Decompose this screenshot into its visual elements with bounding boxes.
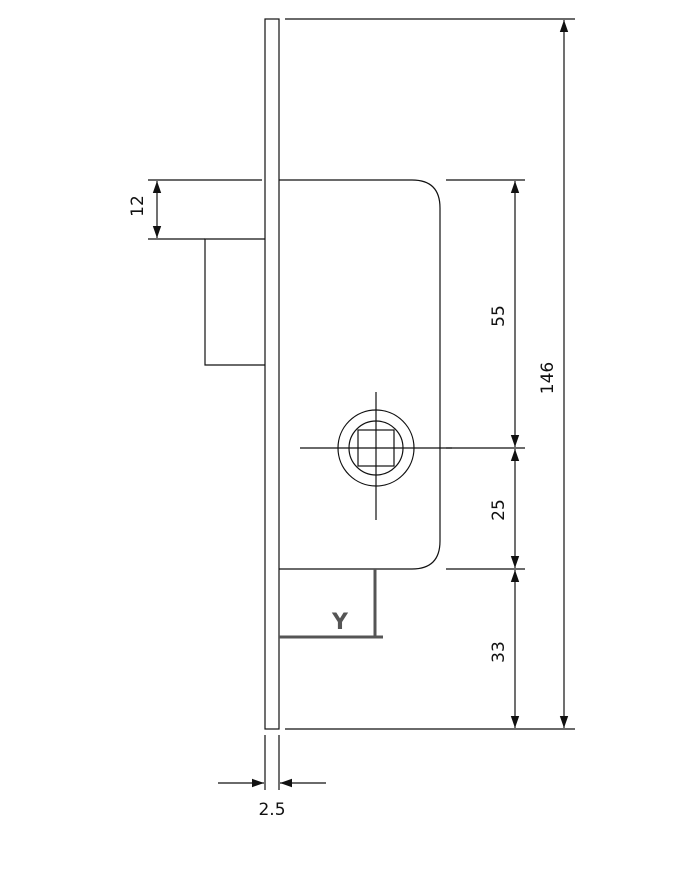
dim-label-2-5: 2.5 xyxy=(258,800,285,820)
y-marker-bracket xyxy=(279,569,383,639)
latch-bolt xyxy=(204,238,265,366)
lock-case xyxy=(279,179,441,570)
dim-label-55: 55 xyxy=(489,305,509,327)
spindle-hub xyxy=(300,392,452,520)
dim-label-146: 146 xyxy=(538,362,558,394)
dim-label-33: 33 xyxy=(489,641,509,663)
extension-lines xyxy=(148,18,575,790)
dim-label-25: 25 xyxy=(489,499,509,521)
dim-label-12: 12 xyxy=(128,195,148,217)
faceplate xyxy=(264,18,280,730)
y-marker-label: Y xyxy=(331,610,349,635)
